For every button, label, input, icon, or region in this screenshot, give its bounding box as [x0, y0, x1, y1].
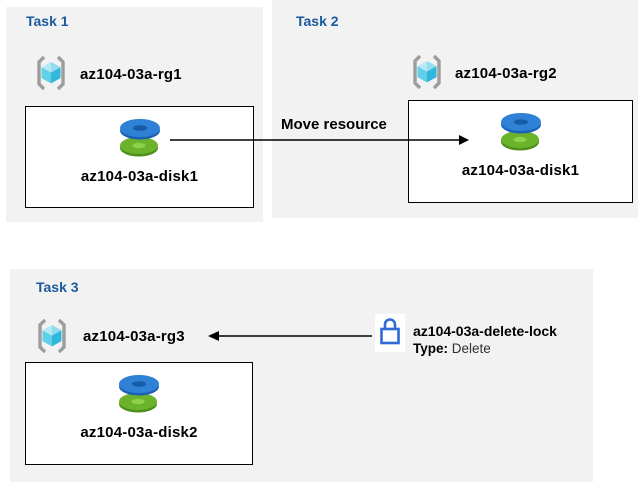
lock-icon [378, 316, 402, 351]
resource-group-icon [408, 52, 446, 92]
task1-disk-label: az104-03a-disk1 [80, 168, 199, 185]
disk-icon [114, 373, 164, 420]
delete-lock-type-label: Type: [413, 341, 449, 356]
task3-disk-box: az104-03a-disk2 [25, 362, 253, 465]
task1-title: Task 1 [26, 13, 69, 29]
task3-title: Task 3 [36, 279, 79, 295]
task3-panel: Task 3 az104-03a-rg3 [10, 269, 593, 482]
task2-title: Task 2 [296, 13, 339, 29]
disk-icon [496, 111, 546, 158]
task1-rg-label: az104-03a-rg1 [80, 66, 182, 83]
task3-rg-label: az104-03a-rg3 [83, 328, 185, 345]
task2-disk-box: az104-03a-disk1 [408, 100, 633, 203]
task1-disk-box: az104-03a-disk1 [25, 106, 254, 208]
delete-lock-text: az104-03a-delete-lock Type: Delete [413, 323, 557, 357]
disk-icon [115, 117, 165, 164]
task2-panel: Task 2 az104-03a-rg2 [272, 0, 638, 218]
delete-lock-name: az104-03a-delete-lock [413, 323, 557, 339]
task1-panel: Task 1 az104-03a-rg1 [6, 7, 263, 222]
delete-lock-chip [375, 314, 405, 352]
move-resource-label: Move resource [281, 116, 387, 133]
delete-lock-type-value: Delete [448, 341, 491, 356]
delete-lock-type: Type: Delete [413, 340, 557, 357]
resource-group-icon [33, 316, 71, 356]
task2-disk-label: az104-03a-disk1 [461, 162, 580, 179]
task2-rg-label: az104-03a-rg2 [455, 65, 557, 82]
task3-disk-label: az104-03a-disk2 [80, 424, 198, 441]
resource-group-icon [32, 53, 70, 93]
